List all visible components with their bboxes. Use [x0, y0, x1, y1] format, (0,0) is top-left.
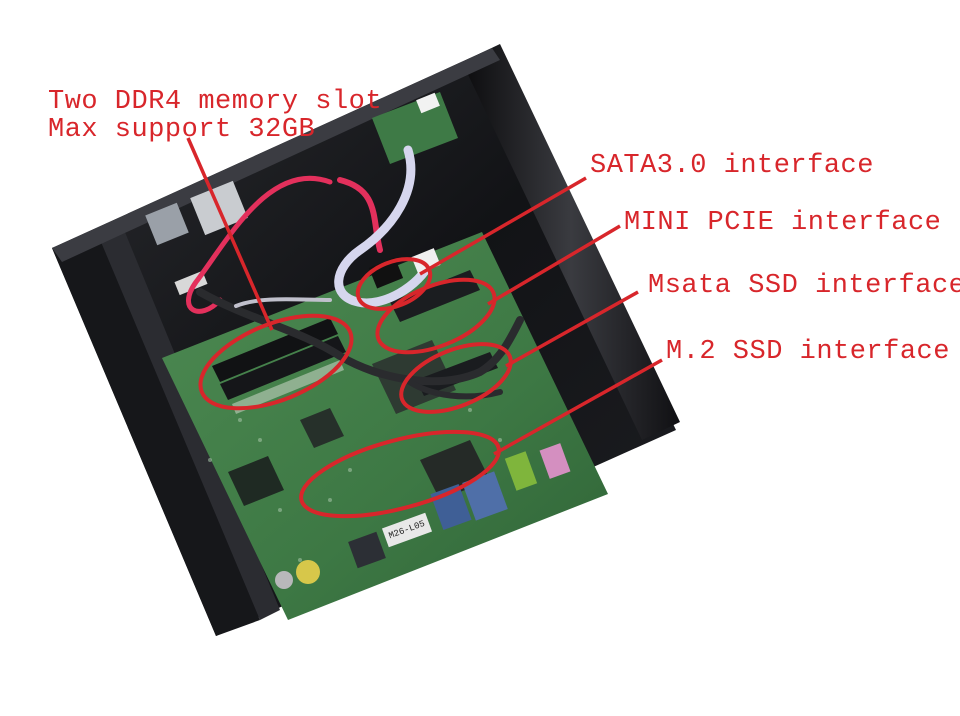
- msata-callout: Msata SSD interface: [648, 271, 960, 301]
- sata-cables: [186, 145, 524, 400]
- io-daughterboard: [372, 92, 458, 164]
- mini-pcie-highlight: [375, 277, 497, 355]
- ddr4-callout-line2: Max support 32GB: [48, 115, 316, 145]
- m2-highlight: [299, 429, 501, 519]
- sata-callout: SATA3.0 interface: [590, 151, 874, 181]
- ddr4-leader: [186, 137, 274, 331]
- sata-leader: [419, 176, 587, 276]
- m2-leader: [493, 358, 663, 456]
- ddr4-highlight: [198, 313, 354, 411]
- mini-pcie-callout: MINI PCIE interface: [624, 208, 942, 238]
- msata-highlight: [399, 342, 513, 414]
- motherboard: [162, 232, 608, 620]
- ddr4-callout-line1: Two DDR4 memory slot: [48, 87, 383, 117]
- highlight-ellipses: [198, 257, 513, 519]
- mini-pcie-leader: [487, 224, 621, 306]
- callout-leader-lines: [186, 137, 663, 456]
- m2-callout: M.2 SSD interface: [666, 337, 950, 367]
- msata-leader: [505, 290, 639, 368]
- ddr4-callout: Two DDR4 memory slot Max support 32GB: [48, 88, 382, 144]
